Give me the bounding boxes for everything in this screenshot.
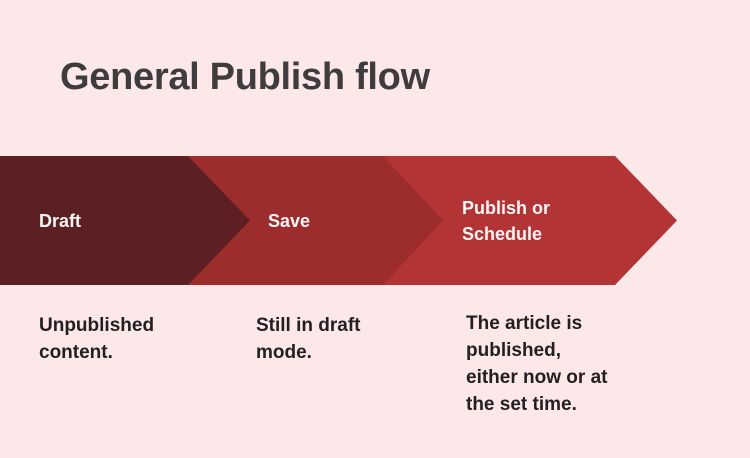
description-save: Still in draft mode. — [256, 312, 361, 366]
chevron-label-line: Publish or — [462, 197, 551, 218]
description-line: Unpublished — [39, 315, 155, 336]
chevron-draft — [0, 156, 250, 285]
description-line: the set time. — [466, 394, 577, 415]
description-line: content. — [39, 342, 113, 363]
chevron-label-save: Save — [268, 156, 310, 285]
chevron-label-publish-schedule: Publish or Schedule — [462, 156, 550, 285]
description-publish-schedule: The article is published, either now or … — [466, 310, 607, 418]
description-line: The article is — [466, 313, 583, 334]
page-title: General Publish flow — [60, 56, 430, 98]
chevron-label-line: Schedule — [462, 223, 543, 244]
description-line: either now or at — [466, 367, 608, 388]
chevron-label-line: Draft — [39, 210, 82, 231]
chevron-label-line: Save — [268, 210, 311, 231]
description-line: published, — [466, 340, 561, 361]
description-line: Still in draft — [256, 315, 361, 336]
description-draft: Unpublished content. — [39, 312, 154, 366]
chevron-label-draft: Draft — [39, 156, 81, 285]
description-line: mode. — [256, 342, 312, 363]
